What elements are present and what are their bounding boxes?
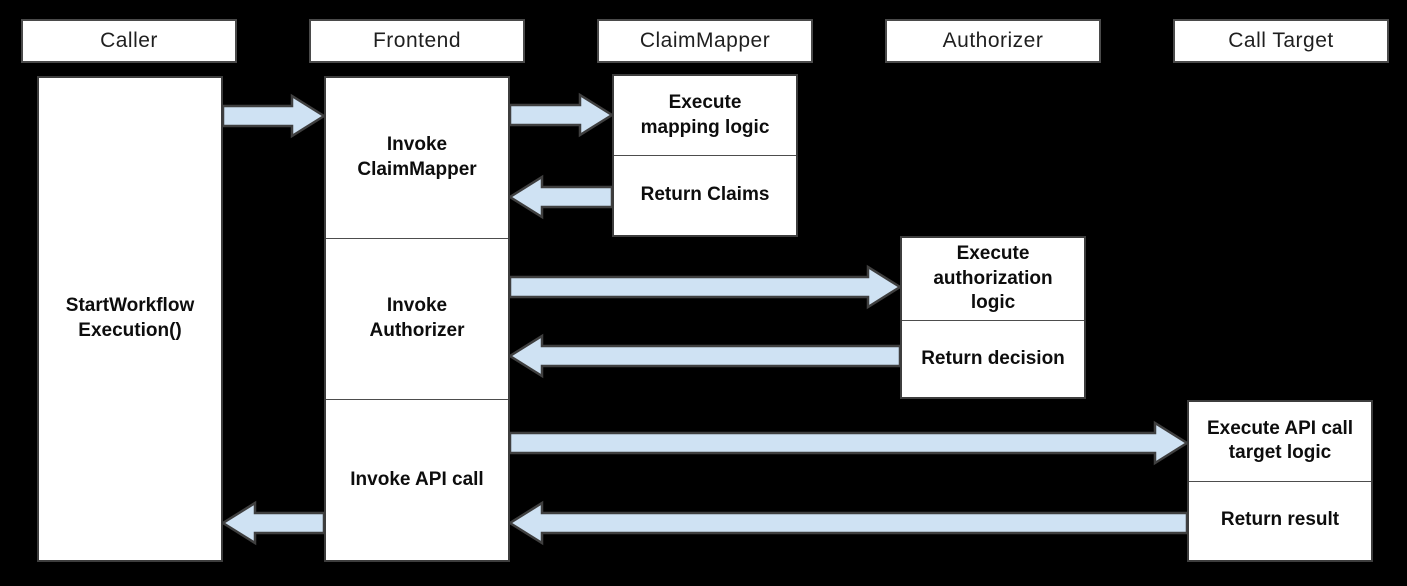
arrow-frontend-to-caller-icon [220, 500, 326, 546]
calltarget-execute-api-call-target-logic-label: Execute API call target logic [1206, 417, 1354, 464]
arrow-calltarget-to-frontend-icon [507, 500, 1189, 546]
caller-startworkflowexecution-label: StartWorkflow Execution() [65, 295, 195, 341]
arrow-caller-to-frontend-icon [221, 93, 327, 139]
activation-claimmapper: Execute mapping logic Return Claims [612, 74, 798, 237]
lifeline-header-claimmapper-label: ClaimMapper [639, 29, 771, 52]
frontend-invoke-claimmapper-label: Invoke ClaimMapper [357, 134, 477, 180]
lifeline-header-authorizer: Authorizer [885, 19, 1101, 63]
lifeline-header-frontend-label: Frontend [372, 29, 462, 52]
lifeline-header-calltarget-label: Call Target [1228, 29, 1334, 52]
authorizer-execute-authorization-logic-label: Execute authorization logic [933, 243, 1053, 314]
frontend-invoke-api-call-label: Invoke API call [326, 399, 508, 560]
activation-frontend: Invoke ClaimMapper Invoke Authorizer Inv… [324, 76, 510, 562]
authorizer-return-decision-label: Return decision [902, 320, 1084, 397]
arrow-authorizer-to-frontend-icon [507, 333, 902, 379]
lifeline-header-claimmapper: ClaimMapper [597, 19, 813, 63]
arrow-claimmapper-to-frontend-icon [507, 174, 614, 220]
arrow-frontend-to-claimmapper-icon [508, 92, 615, 138]
calltarget-return-result-label: Return result [1189, 480, 1371, 561]
activation-caller: StartWorkflow Execution() [37, 76, 223, 562]
lifeline-header-frontend: Frontend [309, 19, 525, 63]
arrow-frontend-to-calltarget-icon [508, 420, 1190, 466]
activation-calltarget: Execute API call target logic Return res… [1187, 400, 1373, 562]
lifeline-header-calltarget: Call Target [1173, 19, 1389, 63]
claimmapper-return-claims-label: Return Claims [614, 155, 796, 235]
lifeline-header-caller: Caller [21, 19, 237, 63]
lifeline-header-authorizer-label: Authorizer [942, 29, 1044, 52]
claimmapper-execute-mapping-logic-label: Execute mapping logic [640, 91, 770, 138]
activation-authorizer: Execute authorization logic Return decis… [900, 236, 1086, 399]
arrow-frontend-to-authorizer-icon [508, 264, 903, 310]
frontend-invoke-authorizer-label: Invoke Authorizer [326, 238, 508, 399]
lifeline-header-caller-label: Caller [100, 29, 158, 52]
